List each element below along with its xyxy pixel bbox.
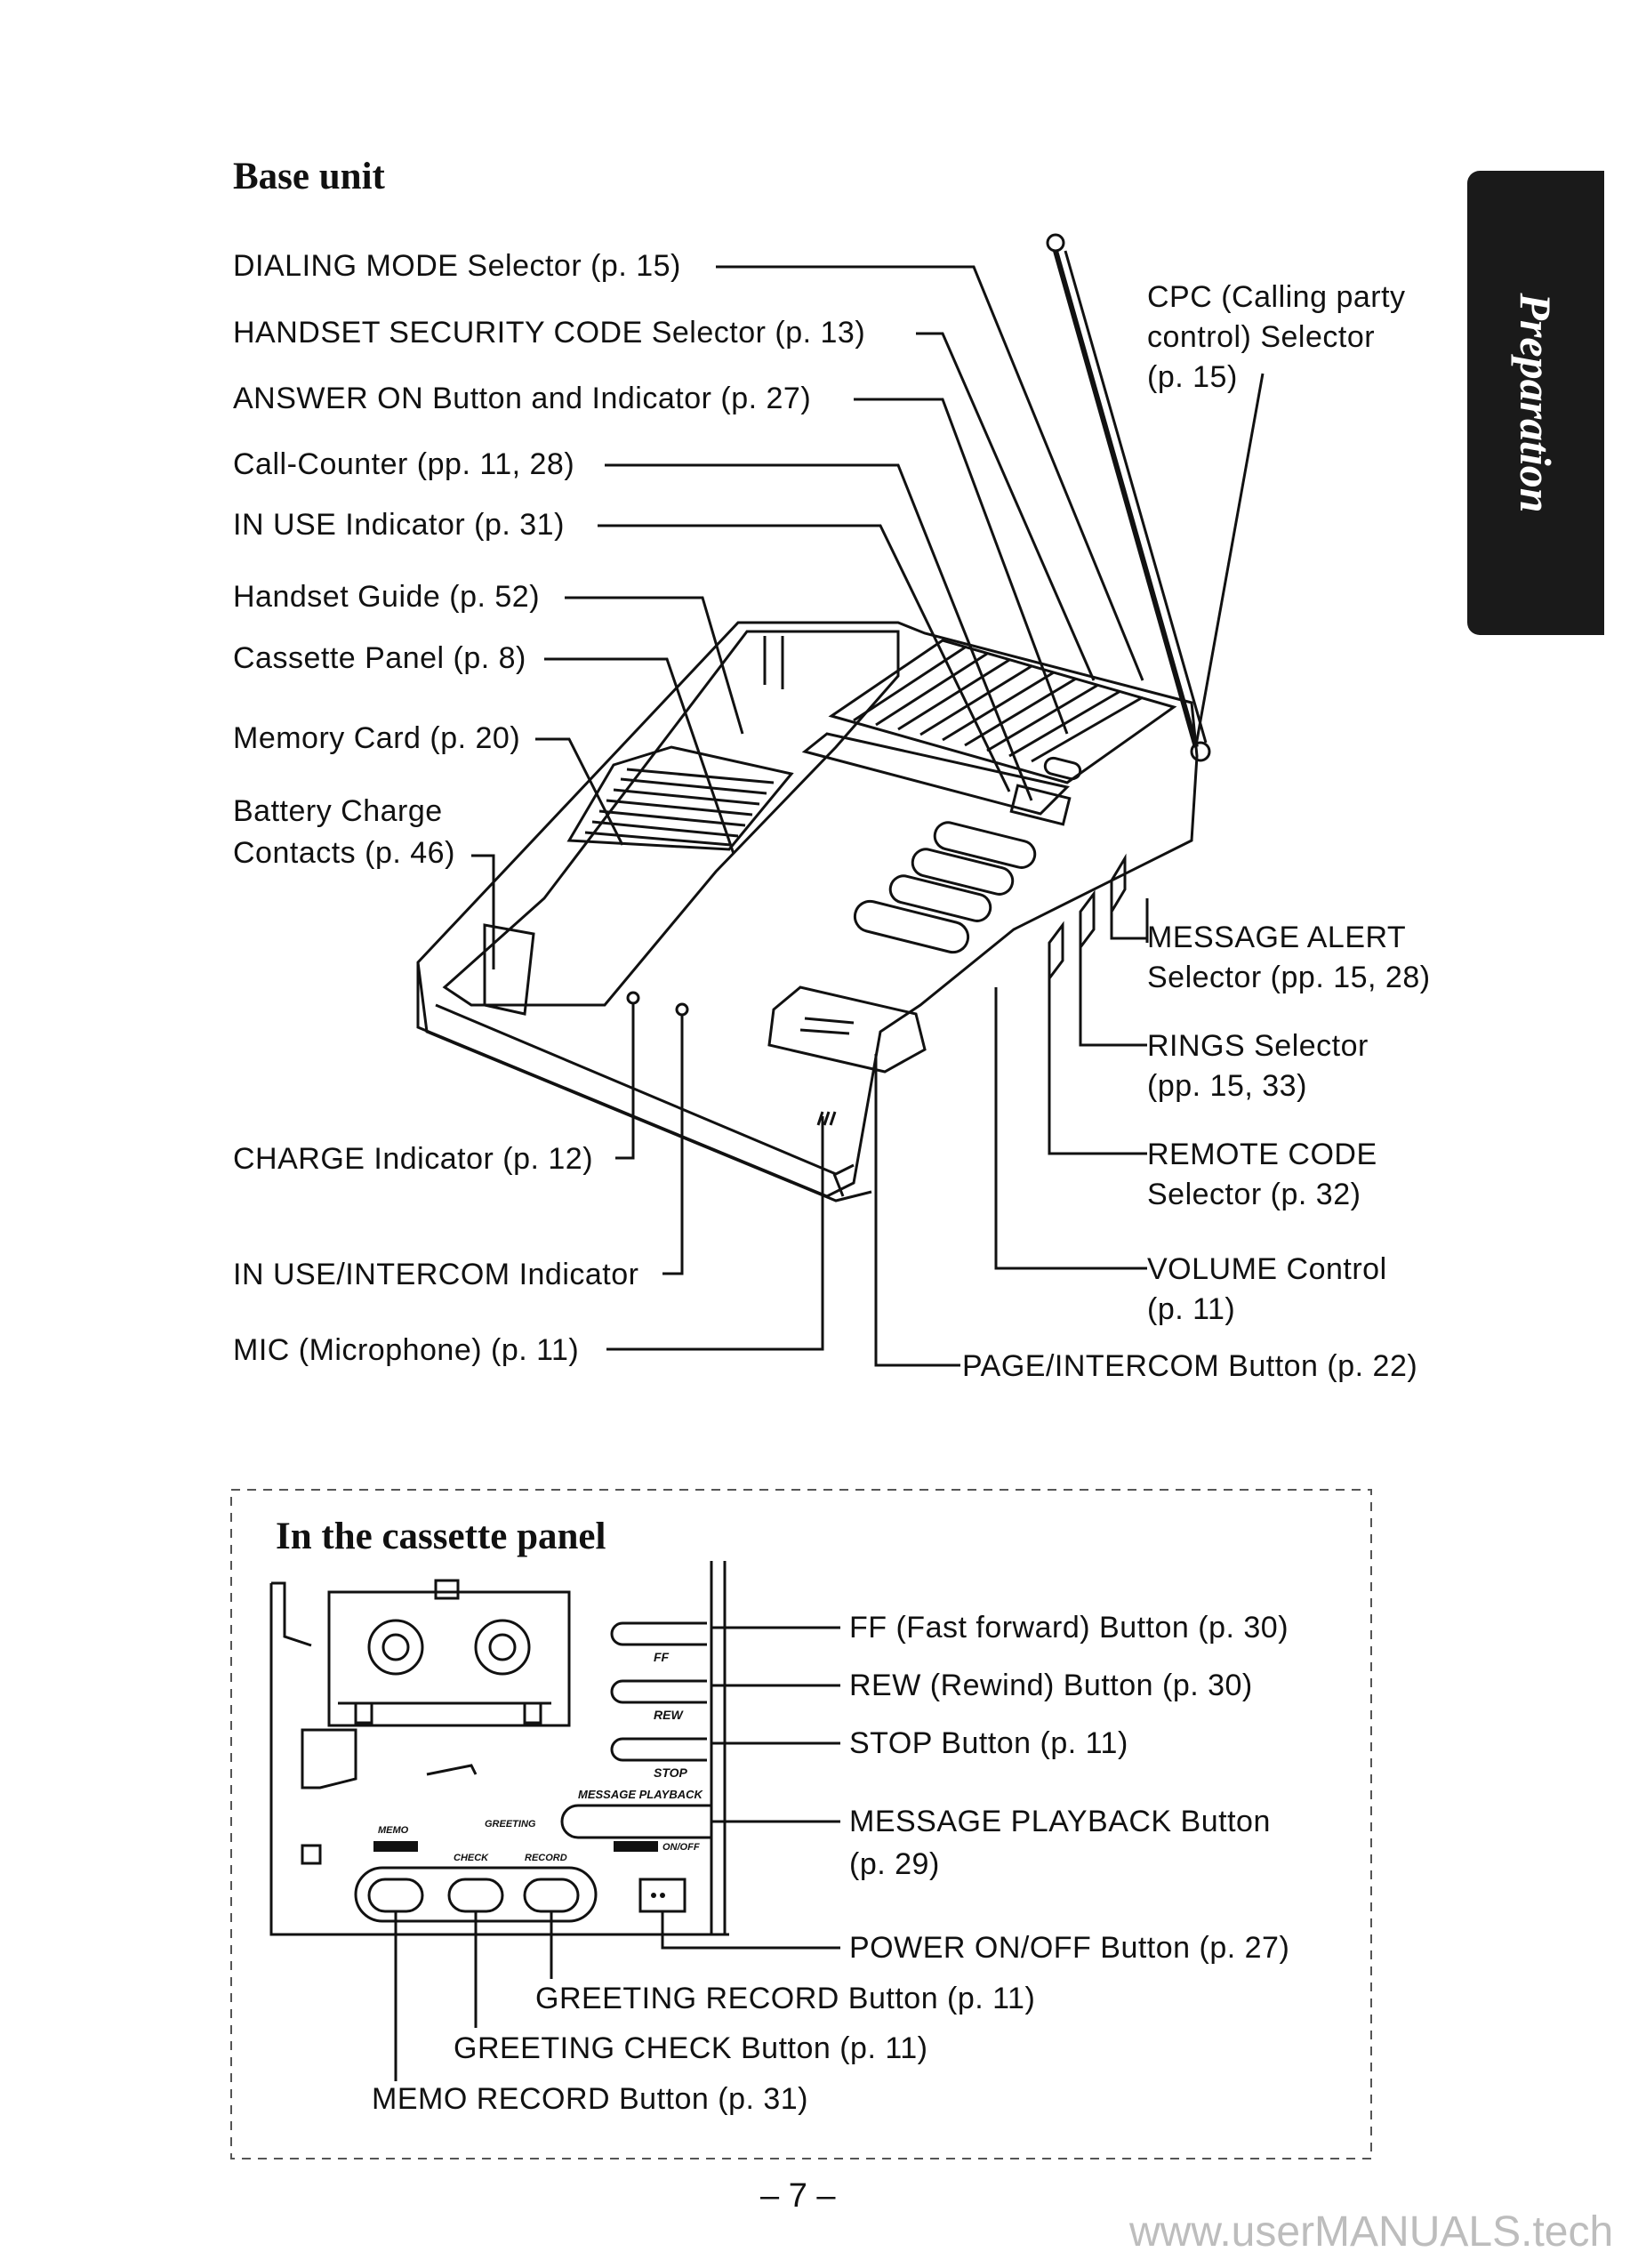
callout-volume-line1: VOLUME Control — [1147, 1252, 1387, 1286]
callout-cpc-line1: CPC (Calling party — [1147, 280, 1406, 314]
callout-memo-record: MEMO RECORD Button (p. 31) — [372, 2082, 809, 2116]
preparation-tab: Preparation — [1467, 171, 1604, 635]
memory-card — [566, 745, 794, 851]
panel-label-stop: STOP — [654, 1765, 687, 1780]
cassette-reel-left — [367, 1619, 424, 1676]
callout-message-alert-line2: Selector (pp. 15, 28) — [1147, 961, 1431, 994]
callout-greeting-check: GREETING CHECK Button (p. 11) — [454, 2031, 928, 2065]
stop-panel-button — [610, 1737, 707, 1762]
callout-volume-line2: (p. 11) — [1147, 1292, 1236, 1326]
call-counter-window — [1009, 784, 1072, 826]
callout-cassette-panel: Cassette Panel (p. 8) — [233, 641, 526, 675]
callout-playback-line2: (p. 29) — [849, 1847, 940, 1881]
callout-playback-line1: MESSAGE PLAYBACK Button — [849, 1805, 1271, 1838]
battery-contacts — [483, 923, 535, 1016]
cassette-panel-title: In the cassette panel — [276, 1516, 606, 1557]
panel-label-greeting: GREETING — [485, 1819, 536, 1830]
cassette-indicator-square — [301, 1844, 322, 1865]
callout-cpc-line3: (p. 15) — [1147, 360, 1238, 394]
callout-battery-line1: Battery Charge — [233, 794, 443, 828]
message-playback-panel-button — [560, 1804, 711, 1839]
callout-message-alert-line1: MESSAGE ALERT — [1147, 921, 1407, 954]
callout-battery-line2: Contacts (p. 46) — [233, 836, 455, 870]
memo-record-panel-button — [367, 1878, 424, 1913]
page-intercom-button-outline — [767, 985, 927, 1074]
callout-rings-line1: RINGS Selector — [1147, 1029, 1369, 1063]
speaker-grille — [828, 639, 1177, 784]
base-unit-title: Base unit — [233, 156, 385, 197]
greeting-check-panel-button — [447, 1878, 504, 1913]
base-leader-lines — [471, 265, 1265, 1367]
panel-label-ff: FF — [654, 1650, 670, 1664]
greeting-record-panel-button — [523, 1878, 580, 1913]
panel-label-rew: REW — [654, 1708, 683, 1722]
callout-rew: REW (Rewind) Button (p. 30) — [849, 1669, 1253, 1702]
callout-mic: MIC (Microphone) (p. 11) — [233, 1333, 580, 1367]
callout-greeting-record: GREETING RECORD Button (p. 11) — [535, 1982, 1036, 2015]
antenna — [1053, 250, 1199, 748]
callout-in-use-intercom: IN USE/INTERCOM Indicator — [233, 1258, 639, 1291]
cpc-selector — [1043, 756, 1082, 781]
callout-cpc-line2: control) Selector — [1147, 320, 1376, 354]
stop-button-outline — [888, 874, 992, 922]
callout-stop: STOP Button (p. 11) — [849, 1726, 1128, 1760]
cassette-reel-right — [474, 1619, 531, 1676]
handset-cradle — [442, 630, 900, 1007]
panel-label-message-playback: MESSAGE PLAYBACK — [578, 1788, 703, 1801]
callout-rings-line2: (pp. 15, 33) — [1147, 1069, 1307, 1103]
power-panel-button — [638, 1878, 687, 1913]
cassette-leader-lines — [394, 1626, 840, 2081]
callout-memory-card: Memory Card (p. 20) — [233, 721, 521, 755]
callout-call-counter: Call-Counter (pp. 11, 28) — [233, 447, 575, 481]
panel-label-check: CHECK — [454, 1853, 489, 1863]
callout-page-intercom: PAGE/INTERCOM Button (p. 22) — [962, 1349, 1418, 1383]
callout-remote-code-line1: REMOTE CODE — [1147, 1138, 1377, 1171]
callout-security-code: HANDSET SECURITY CODE Selector (p. 13) — [233, 316, 866, 350]
rew-button-outline — [911, 848, 1015, 896]
base-body-outline — [416, 621, 1199, 1198]
callout-ff: FF (Fast forward) Button (p. 30) — [849, 1611, 1289, 1645]
callout-in-use-indicator: IN USE Indicator (p. 31) — [233, 508, 565, 542]
callout-handset-guide: Handset Guide (p. 52) — [233, 580, 541, 614]
panel-label-memo: MEMO — [378, 1825, 409, 1836]
callout-dialing-mode: DIALING MODE Selector (p. 15) — [233, 249, 681, 283]
callout-power: POWER ON/OFF Button (p. 27) — [849, 1931, 1290, 1965]
cassette — [327, 1590, 571, 1727]
control-strip — [801, 732, 1070, 816]
ff-panel-button — [610, 1621, 707, 1646]
antenna-tip — [1046, 233, 1065, 253]
cassette-panel-illustration — [269, 1561, 729, 1936]
ff-button-outline — [933, 821, 1037, 869]
page-number: – 7 – — [760, 2177, 836, 2215]
callout-answer-on: ANSWER ON Button and Indicator (p. 27) — [233, 382, 812, 415]
cassette-panel-frame — [230, 1489, 1372, 2159]
panel-label-on-off: ON/OFF — [662, 1842, 700, 1853]
watermark: www.userMANUALS.tech — [1129, 2208, 1614, 2256]
panel-label-record: RECORD — [525, 1853, 567, 1863]
rew-panel-button — [610, 1679, 707, 1704]
playback-button-outline — [853, 899, 970, 954]
callout-charge-indicator: CHARGE Indicator (p. 12) — [233, 1142, 594, 1176]
callout-remote-code-line2: Selector (p. 32) — [1147, 1178, 1361, 1211]
